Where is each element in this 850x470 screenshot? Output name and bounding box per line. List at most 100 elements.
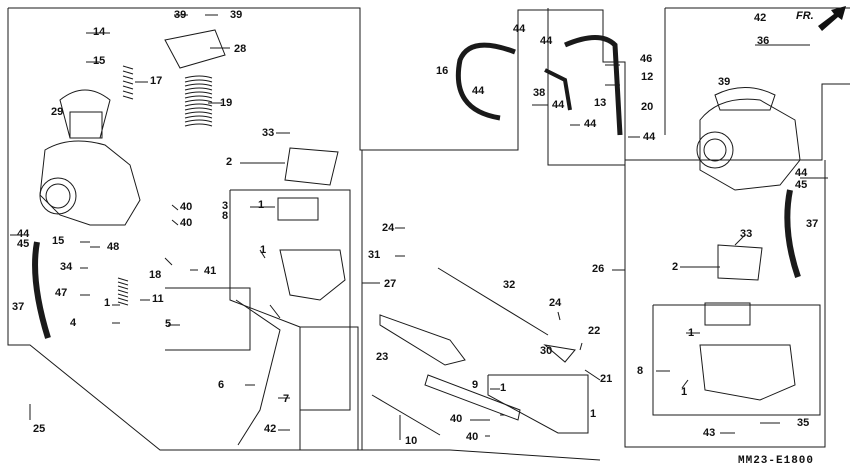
callout-number: 15: [52, 235, 65, 247]
carburetor-bore-inner-right: [703, 138, 727, 162]
spring-coil-19: [184, 99, 213, 103]
main-assembly-frame-left: [7, 8, 601, 461]
callout-number: 46: [640, 53, 653, 65]
callout-number: 12: [641, 71, 654, 83]
callout-number: 23: [376, 351, 389, 363]
float-chamber-right: [699, 344, 796, 401]
callout-number: 32: [503, 279, 516, 291]
hose-46: [564, 35, 623, 136]
callout-number: 48: [107, 241, 120, 253]
callout-number: 1: [500, 382, 507, 394]
callout-number: 40: [180, 217, 193, 229]
callout-number: 44: [552, 99, 565, 111]
leader-line: [557, 311, 561, 321]
spring-coil-11: [117, 297, 129, 302]
float-chamber-group-box: [229, 189, 351, 411]
callout-number: 25: [33, 423, 46, 435]
spring-coil-19: [184, 123, 213, 127]
callout-number: 21: [600, 373, 613, 385]
callout-number: 3: [222, 200, 229, 212]
callout-number: 20: [641, 101, 654, 113]
leader-line: [171, 204, 179, 211]
carburetor-bore-left: [39, 177, 77, 215]
leader-line: [681, 379, 689, 389]
carburetor-top-cover-right: [714, 87, 776, 111]
callout-number: 39: [718, 76, 731, 88]
callout-number: 44: [17, 228, 30, 240]
callout-number: 27: [384, 278, 397, 290]
callout-number: 1: [258, 199, 265, 211]
spring-coil-17: [122, 75, 134, 80]
diaphragm-set-right: [717, 244, 763, 281]
callout-number: 47: [55, 287, 68, 299]
lever-30: [543, 344, 576, 363]
spring-coil-19: [184, 91, 213, 95]
callout-number: 39: [174, 9, 187, 21]
callout-number: 34: [60, 261, 73, 273]
spring-coil-17: [122, 65, 134, 70]
spring-coil-17: [122, 80, 134, 85]
callout-number: 38: [533, 87, 546, 99]
hose-13: [544, 68, 572, 111]
callout-number: 37: [806, 218, 819, 230]
float-chamber-left: [279, 249, 346, 301]
hose-divider: [547, 8, 625, 166]
leader-line: [259, 249, 266, 259]
spring-coil-19: [184, 119, 213, 123]
spring-coil-11: [117, 293, 129, 298]
spring-coil-19: [184, 115, 213, 119]
callout-number: 45: [17, 238, 30, 250]
rod-32: [437, 267, 549, 336]
spring-coil-17: [122, 95, 134, 100]
callout-number: 44: [584, 118, 597, 130]
callout-number: 22: [588, 325, 601, 337]
hose-37-right: [784, 189, 801, 278]
leader-line: [579, 342, 583, 351]
right-float-chamber-box: [652, 304, 821, 416]
leader-line: [734, 234, 746, 246]
callout-number: 41: [204, 265, 217, 277]
callout-number: 40: [466, 431, 479, 443]
callout-number: 11: [152, 293, 164, 305]
carburetor-bore-right: [696, 131, 734, 169]
bracket-plate-9: [424, 374, 521, 421]
top-cover-28: [164, 29, 226, 69]
spring-coil-11: [117, 281, 129, 286]
spring-coil-17: [122, 90, 134, 95]
callout-number: 42: [264, 423, 277, 435]
callout-number: 4: [70, 317, 77, 329]
spring-coil-19: [184, 103, 213, 107]
callout-number: 24: [382, 222, 395, 234]
callout-number: 36: [757, 35, 770, 47]
callout-number: 1: [590, 408, 597, 420]
leader-line: [584, 369, 601, 381]
spring-coil-11: [117, 277, 129, 282]
diaphragm-set-left: [284, 147, 339, 186]
callout-number: 8: [222, 210, 229, 222]
callout-number: 39: [230, 9, 243, 21]
callout-number: 6: [218, 379, 225, 391]
callout-number: 15: [93, 55, 106, 67]
callout-number: 9: [472, 379, 479, 391]
fuel-joint-group-box: [487, 374, 589, 434]
callout-number: 19: [220, 97, 233, 109]
callout-number: 18: [149, 269, 162, 281]
callout-number: 28: [234, 43, 247, 55]
front-orientation-label: FR.: [796, 10, 814, 22]
hose-16: [455, 42, 516, 121]
callout-number: 1: [688, 327, 695, 339]
callout-number: 30: [540, 345, 553, 357]
spring-coil-17: [122, 85, 134, 90]
callout-number: 44: [643, 131, 656, 143]
callout-number: 13: [594, 97, 607, 109]
callout-number: 29: [51, 106, 64, 118]
spring-coil-11: [117, 285, 129, 290]
callout-number: 5: [165, 318, 172, 330]
leader-line: [269, 304, 281, 319]
bracket-plate-23: [379, 314, 466, 366]
throttle-link-group: [165, 287, 251, 351]
spring-coil-19: [184, 79, 213, 83]
carburetor-bore-inner-left: [45, 183, 71, 209]
callout-number: 24: [549, 297, 562, 309]
